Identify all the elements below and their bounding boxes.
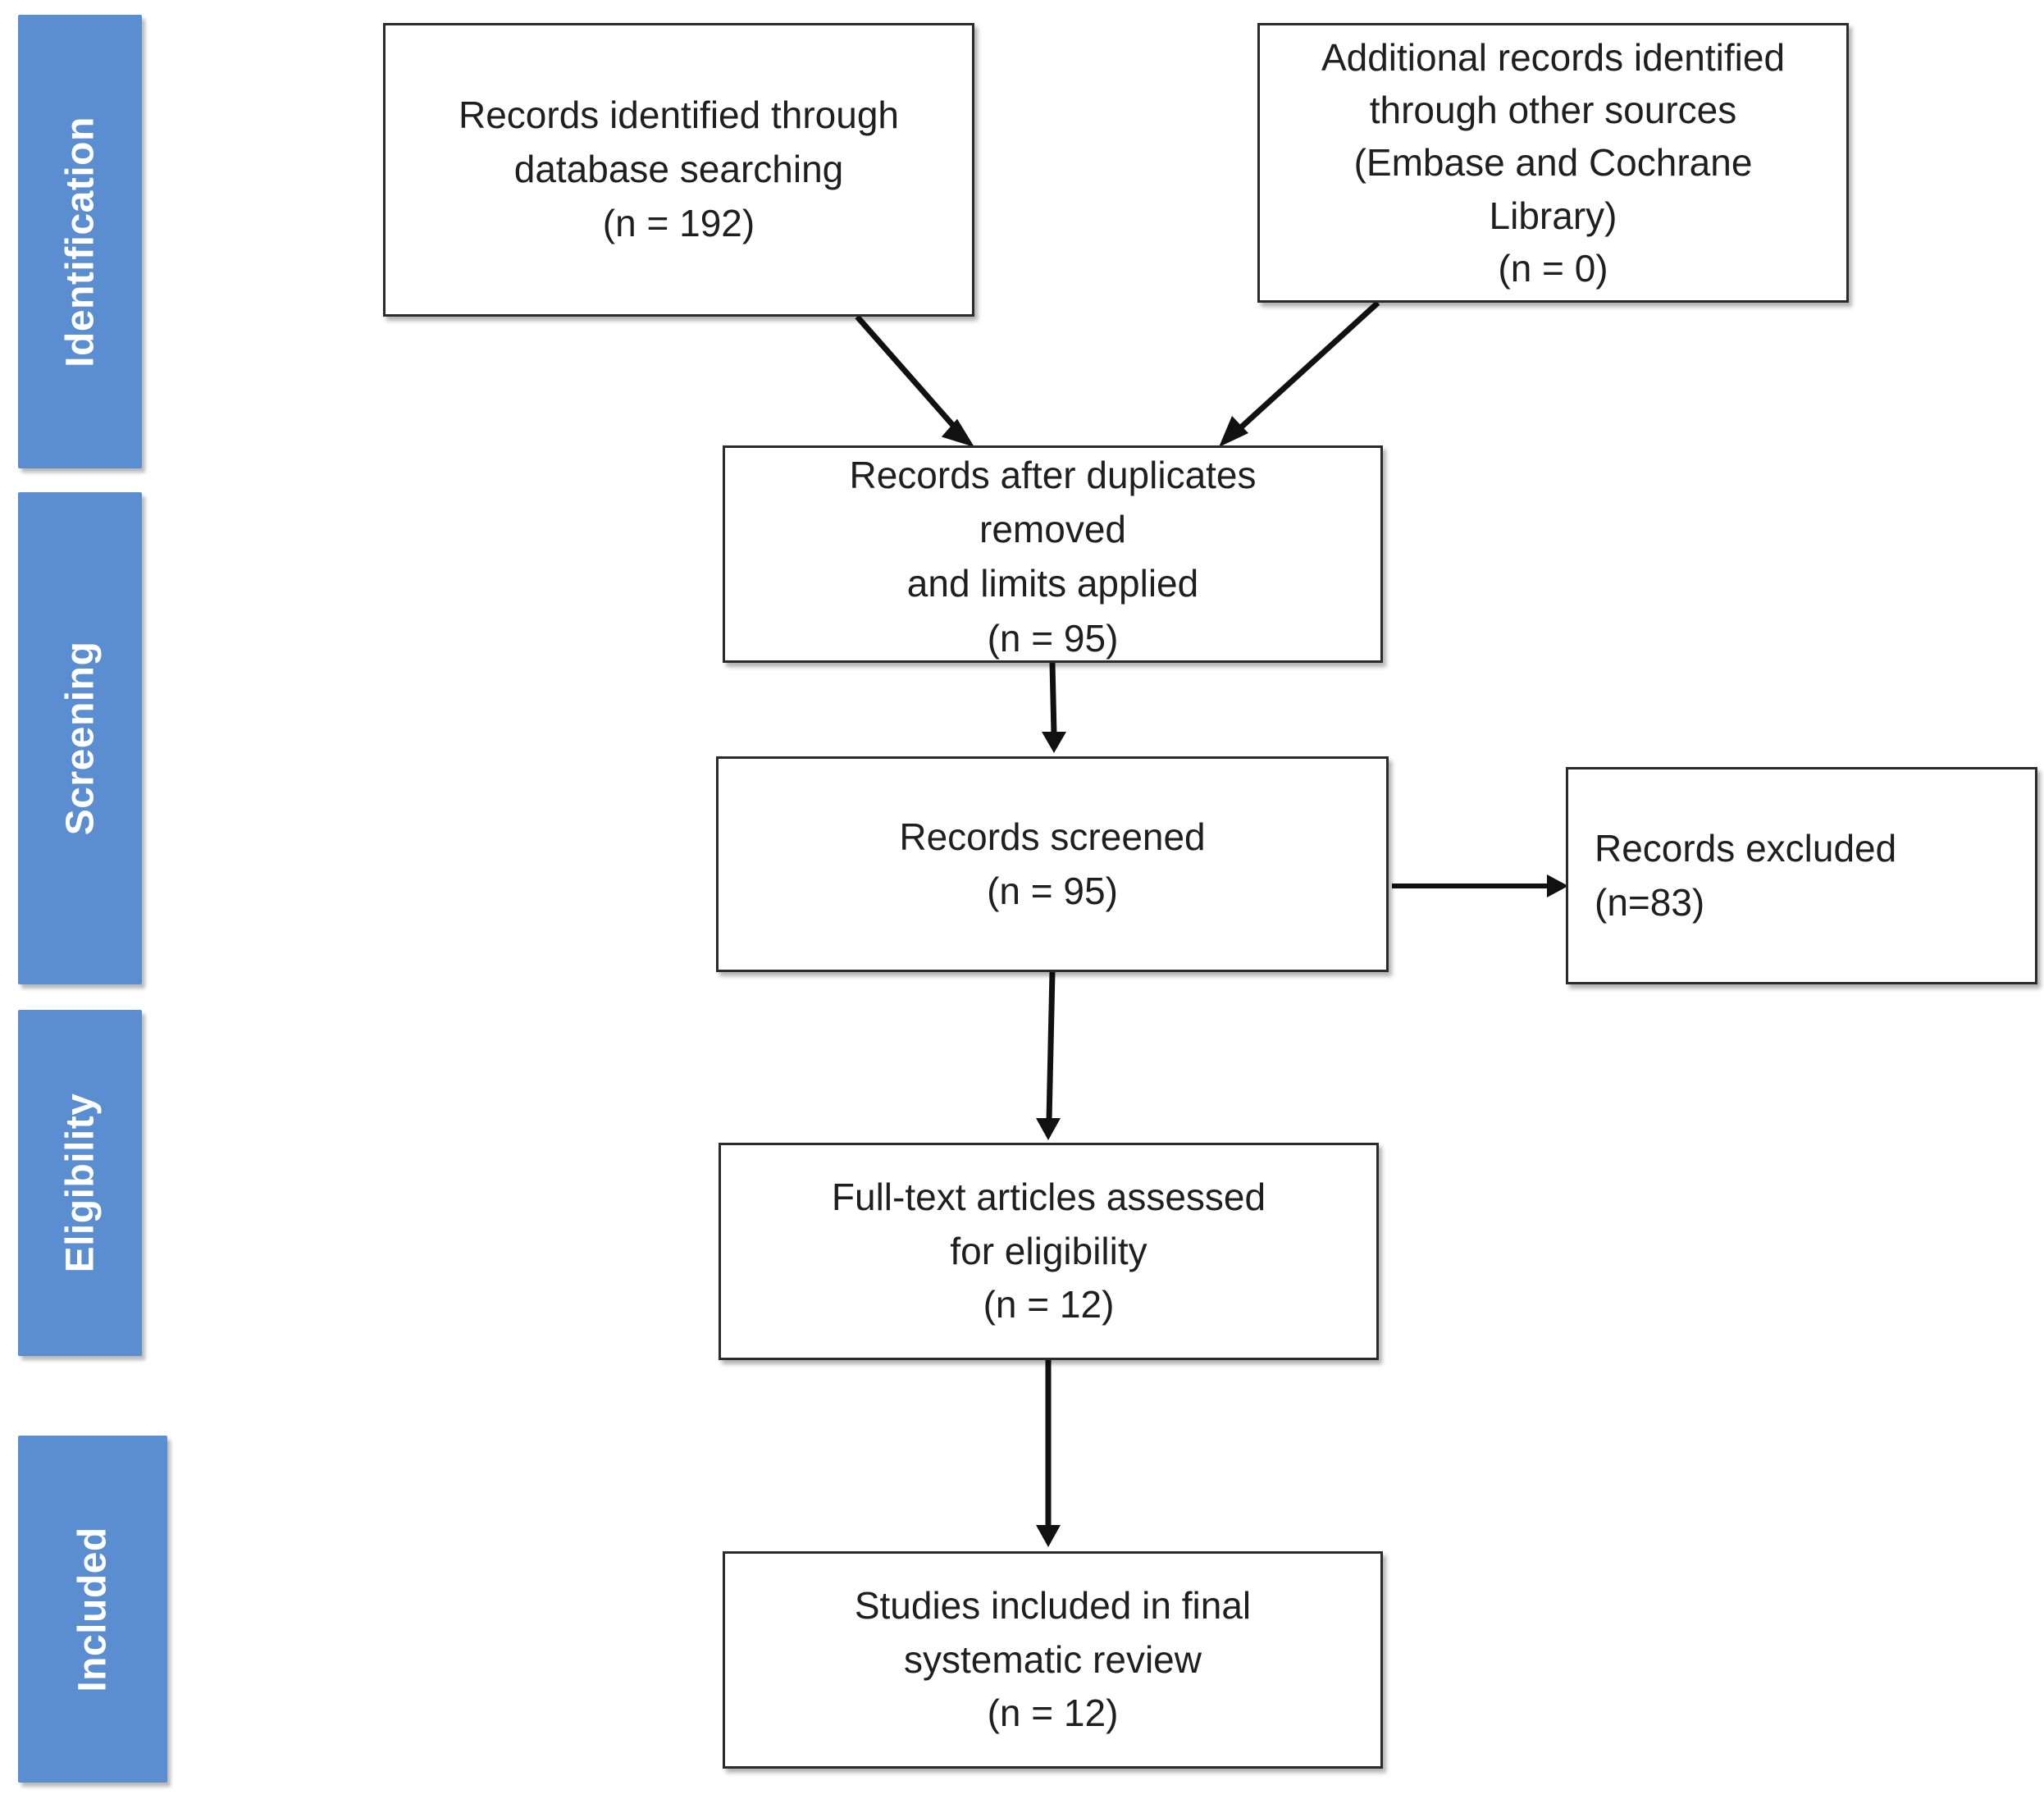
- box-line: (n=83): [1595, 880, 1705, 924]
- stage-included: Included: [18, 1436, 167, 1783]
- box-line: database searching: [513, 148, 844, 191]
- box-line: (n = 95): [987, 616, 1119, 660]
- box-line: for eligibility: [950, 1229, 1147, 1272]
- stage-screening: Screening: [18, 492, 142, 984]
- arrow-dedup-to-screened: [1042, 662, 1066, 753]
- box-database-records: Records identified through database sear…: [383, 23, 974, 317]
- box-records-screened: Records screened (n = 95): [716, 756, 1389, 972]
- stage-included-label: Included: [71, 1526, 115, 1692]
- box-line: Records screened: [899, 815, 1206, 858]
- box-records-excluded: Records excluded (n=83): [1566, 767, 2037, 984]
- box-line: (n = 12): [983, 1283, 1115, 1326]
- stage-screening-label: Screening: [58, 641, 102, 836]
- box-studies-included: Studies included in final systematic rev…: [723, 1551, 1383, 1769]
- box-line: Studies included in final: [854, 1583, 1252, 1627]
- box-line: and limits applied: [906, 562, 1199, 605]
- box-line: (n = 192): [602, 201, 755, 244]
- arrow-db-to-dedup: [855, 314, 974, 447]
- arrow-fulltext-to-included: [1036, 1360, 1061, 1547]
- box-line: Records identified through: [459, 94, 899, 137]
- arrow-other-to-dedup: [1219, 300, 1380, 447]
- box-line: Records excluded: [1595, 826, 1897, 870]
- stage-identification: Identification: [18, 15, 142, 468]
- stage-identification-label: Identification: [58, 116, 102, 368]
- box-full-text-assessed: Full-text articles assessed for eligibil…: [719, 1143, 1379, 1360]
- box-line: (n = 12): [987, 1692, 1119, 1735]
- box-line: Records after duplicates: [849, 454, 1257, 496]
- box-line: Full-text articles assessed: [831, 1175, 1266, 1218]
- box-line: (Embase and Cochrane: [1353, 141, 1753, 185]
- box-after-duplicates: Records after duplicates removed and lim…: [723, 445, 1383, 663]
- box-line: Library): [1489, 194, 1617, 237]
- stage-eligibility-label: Eligibility: [58, 1093, 102, 1273]
- arrow-screened-to-fulltext: [1036, 971, 1061, 1140]
- box-line: (n = 95): [987, 869, 1118, 912]
- box-line: systematic review: [904, 1637, 1202, 1681]
- box-line: Additional records identified: [1321, 35, 1786, 79]
- box-other-sources: Additional records identified through ot…: [1257, 23, 1849, 303]
- box-line: through other sources: [1369, 88, 1737, 131]
- stage-eligibility: Eligibility: [18, 1010, 142, 1356]
- box-line: removed: [979, 508, 1126, 551]
- box-line: (n = 0): [1498, 247, 1608, 290]
- arrow-screened-to-excluded: [1392, 874, 1568, 897]
